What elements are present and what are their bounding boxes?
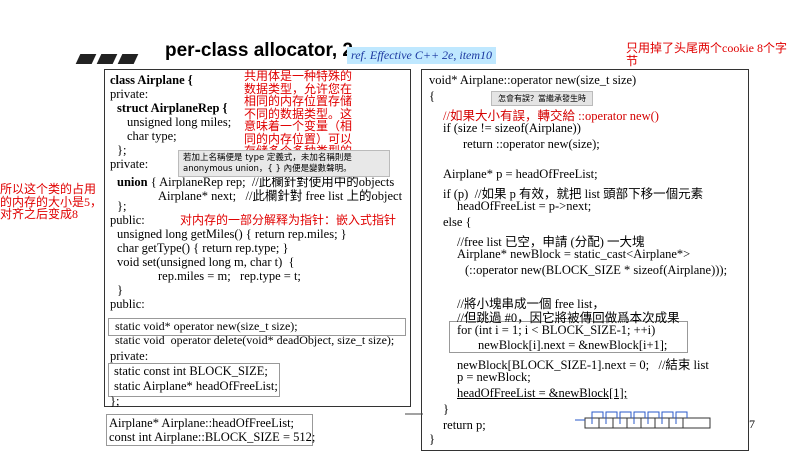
operator-decl-box	[108, 318, 406, 336]
code-line: };	[110, 394, 120, 408]
code-line: for (int i = 1; i < BLOCK_SIZE-1; ++i)	[457, 323, 656, 337]
code-line: Airplane* Airplane::headOfFreeList;	[109, 416, 295, 430]
title-decoration-bars	[75, 51, 141, 69]
code-line: //將小塊串成一個 free list，	[457, 297, 605, 311]
code-line: };	[117, 143, 127, 157]
code-line: //free list 已空，申請 (分配) 一大塊	[457, 235, 645, 249]
size-explanation-note: 所以这个类的占用的内存的大小是5，对齐之后变成8	[0, 182, 103, 221]
union-explanation-note: 共用体是一种特殊的数据类型，允许您在相同的内存位置存储不同的数据类型。这意味着一…	[244, 69, 353, 170]
code-line: unsigned long getMiles() { return rep.mi…	[117, 227, 347, 241]
right-code-panel	[421, 69, 749, 451]
connector-arrow	[405, 413, 423, 415]
code-line: { AirplaneRep rep; //此欄針對使用中的objects	[150, 175, 395, 189]
page-number: 7	[749, 417, 755, 431]
code-line: headOfFreeList = p->next;	[457, 199, 592, 213]
code-line: headOfFreeList = &newBlock[1];	[457, 386, 628, 400]
inheritance-tag: 怎會有誤？當繼承發生時	[491, 91, 593, 106]
code-line: };	[117, 199, 127, 213]
code-line: static void* operator new(size_t size);	[115, 319, 298, 333]
code-comment: //如果大小有誤，轉交給 ::operator new()	[443, 109, 659, 123]
code-line: else {	[443, 215, 472, 229]
code-line: p = newBlock;	[457, 370, 531, 384]
code-line: private:	[110, 87, 149, 101]
code-line: (::operator new(BLOCK_SIZE * sizeof(Airp…	[465, 263, 728, 277]
embedded-pointer-note: 对内存的一部分解释为指针：嵌入式指针	[180, 213, 397, 227]
code-line: unsigned long miles;	[127, 115, 232, 129]
code-line: char getType() { return rep.type; }	[117, 241, 289, 255]
code-line: static const int BLOCK_SIZE;	[114, 364, 268, 378]
code-line: private:	[110, 349, 149, 363]
code-line: static void operator delete(void* deadOb…	[115, 333, 395, 347]
slide-title: per-class allocator, 2	[165, 40, 353, 61]
top-right-note: 只用掉了头尾两个cookie 8个字节	[626, 41, 787, 68]
code-line: void* Airplane::operator new(size_t size…	[429, 73, 637, 87]
left-code-panel	[104, 69, 411, 407]
code-line: return ::operator new(size);	[463, 137, 600, 151]
code-line: class Airplane {	[110, 73, 193, 87]
code-line: void set(unsigned long m, char t) {	[117, 255, 295, 269]
code-line: Airplane* p = headOfFreeList;	[443, 167, 598, 181]
code-line: if (p) //如果 p 有效，就把 list 頭部下移一個元素	[443, 187, 704, 201]
code-line: rep.miles = m; rep.type = t;	[158, 269, 301, 283]
code-line: public:	[110, 297, 145, 311]
code-line: }	[443, 402, 449, 416]
code-line: //但跳過 #0，因它將被傳回做爲本次成果	[457, 311, 680, 325]
code-line: char type;	[127, 129, 177, 143]
private-statics-box	[108, 363, 280, 397]
union-gray-callout: 若加上名稱便是 type 定義式，未加名稱則是 anonymous union，…	[178, 150, 390, 177]
code-line: static Airplane* headOfFreeList;	[114, 379, 278, 393]
static-definitions-box	[106, 414, 313, 446]
code-line: }	[429, 432, 435, 446]
code-line: private:	[110, 157, 149, 171]
for-loop-box	[449, 321, 688, 353]
code-line: newBlock[i].next = &newBlock[i+1];	[478, 338, 668, 352]
code-line: }	[117, 283, 123, 297]
reference-badge: ref. Effective C++ 2e, item10	[347, 47, 497, 64]
code-line: const int Airplane::BLOCK_SIZE = 512;	[109, 430, 316, 444]
code-line: {	[429, 89, 435, 103]
code-line: Airplane* newBlock = static_cast<Airplan…	[457, 247, 691, 261]
code-line: struct AirplaneRep {	[117, 101, 228, 115]
code-keyword: union	[117, 175, 148, 189]
code-line: newBlock[BLOCK_SIZE-1].next = 0; //結束 li…	[457, 358, 709, 372]
free-list-diagram	[575, 411, 711, 429]
code-line: public:	[110, 213, 145, 227]
code-line: if (size != sizeof(Airplane))	[443, 121, 581, 135]
code-line: Airplane* next; //此欄針對 free list 上的objec…	[158, 189, 403, 203]
code-line: return p;	[443, 418, 486, 432]
